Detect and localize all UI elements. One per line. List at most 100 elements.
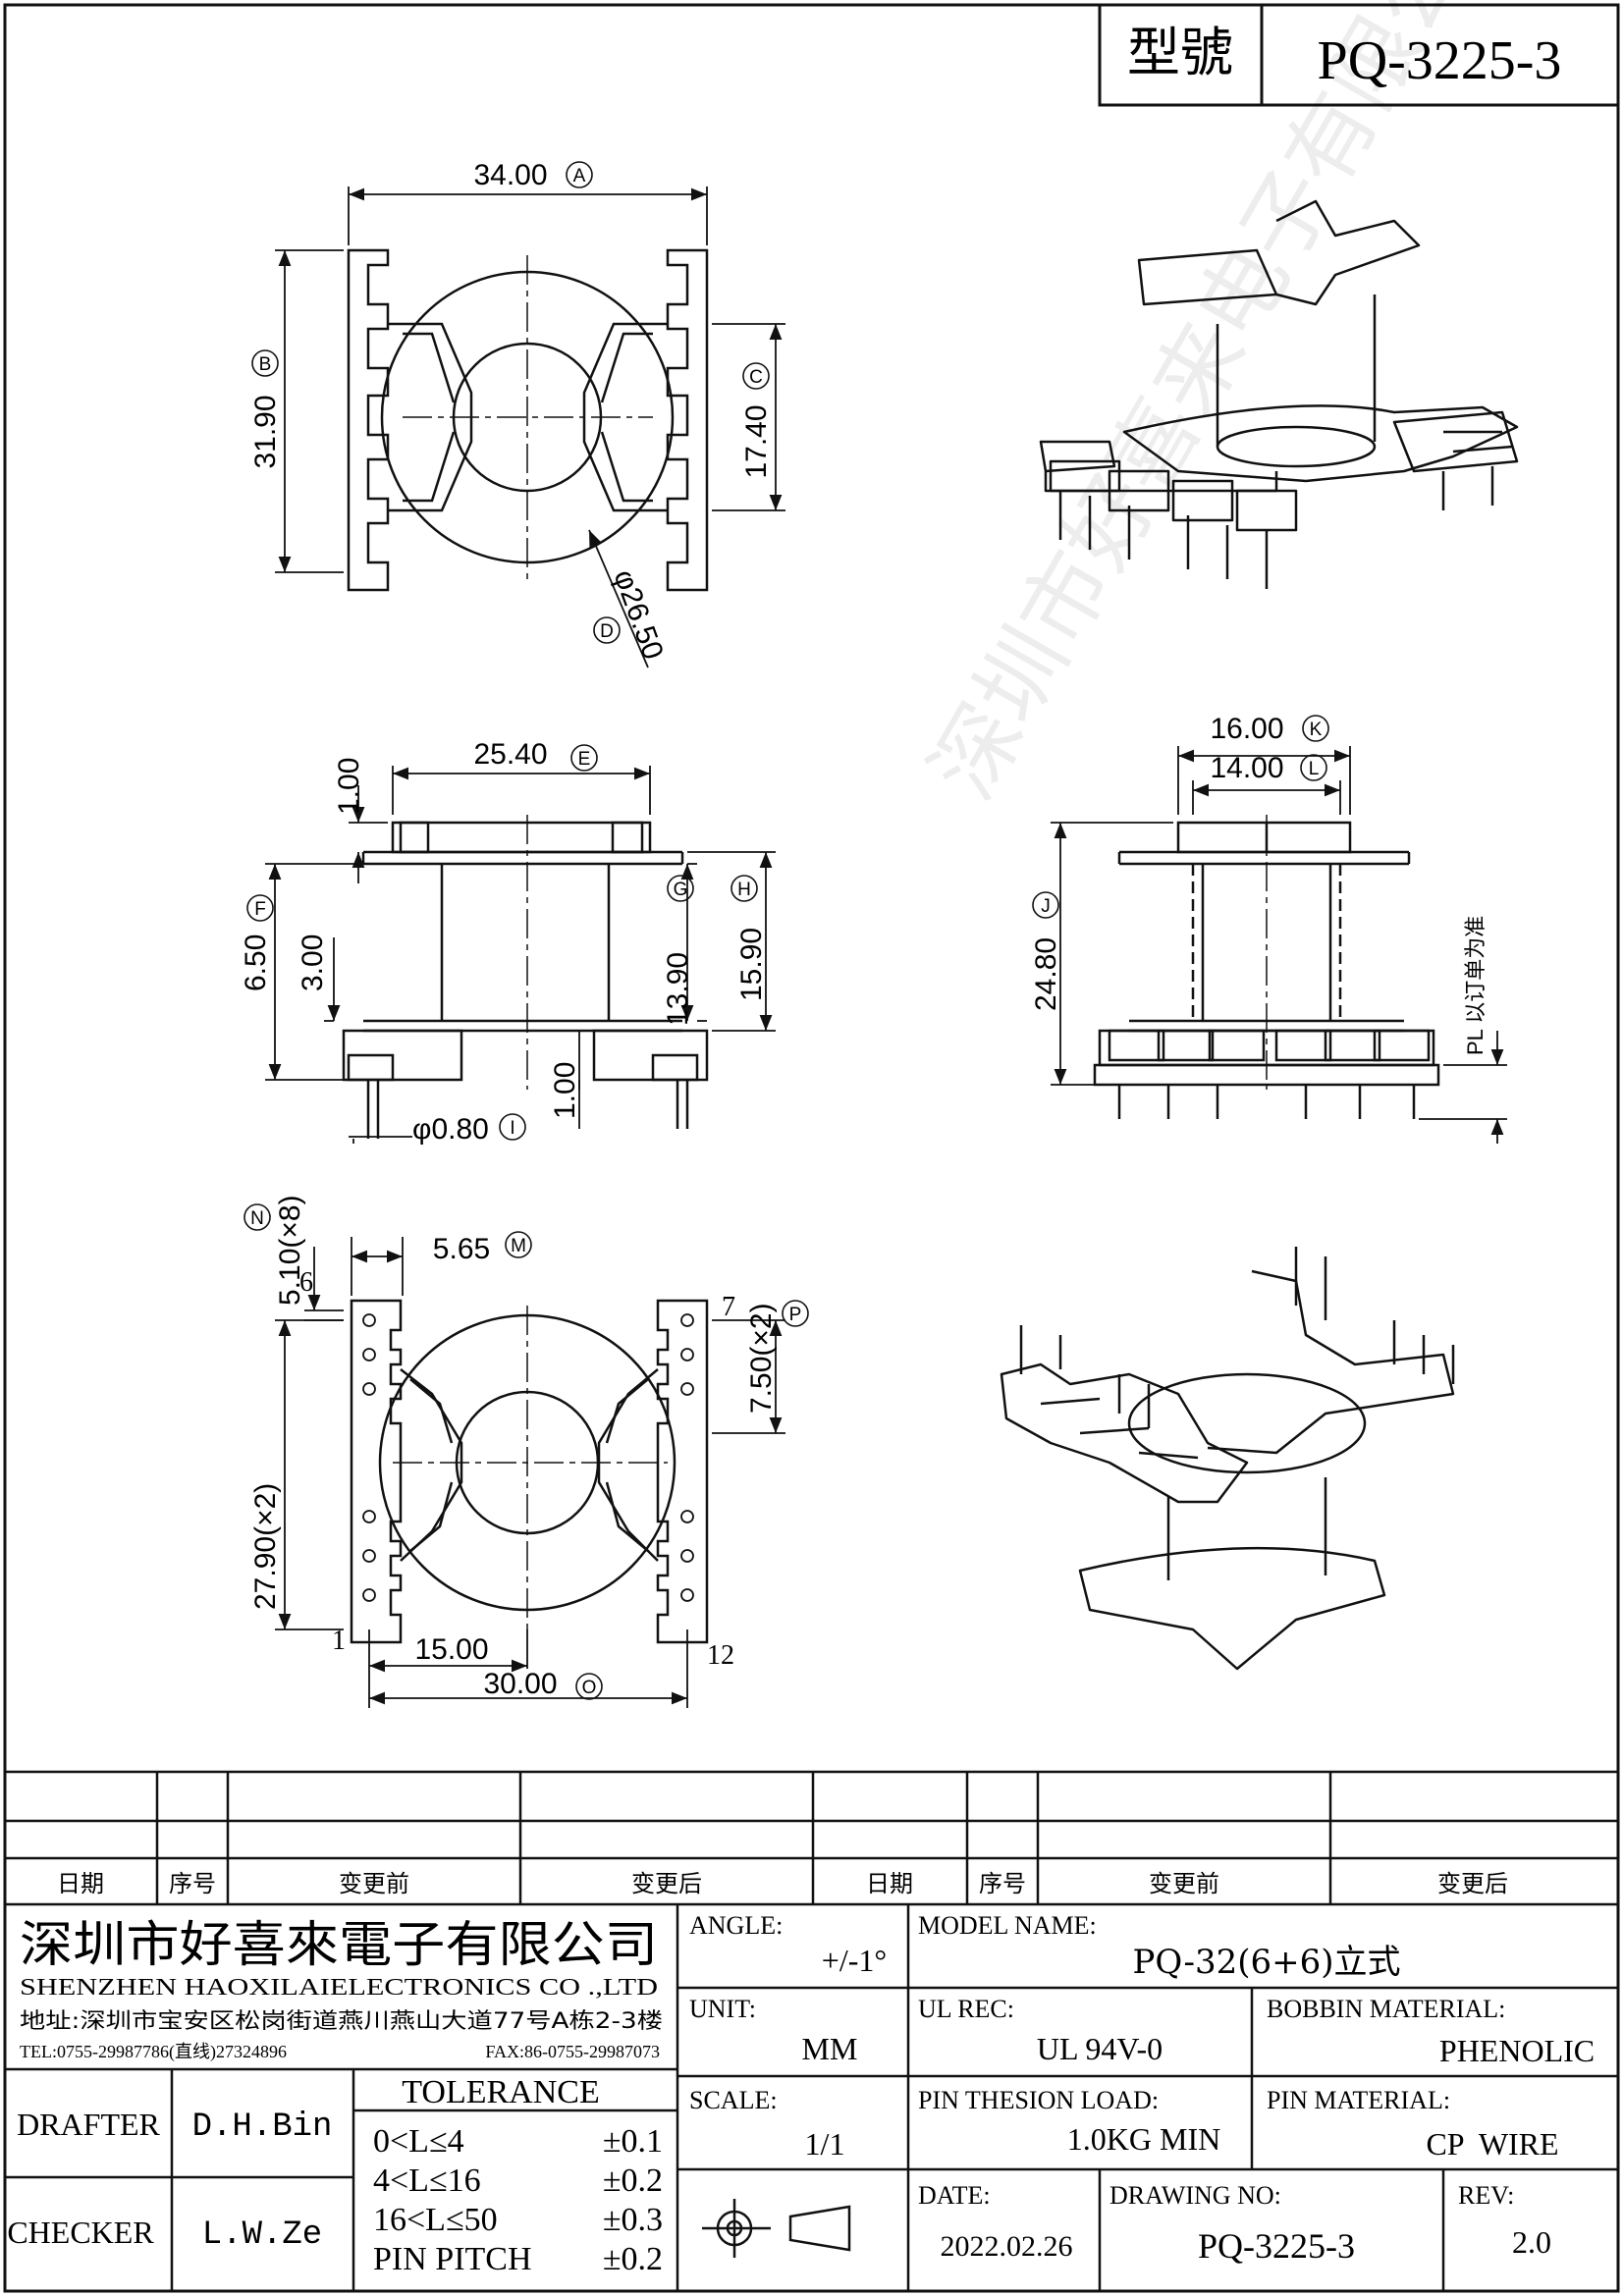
marker-N: N [250, 1208, 264, 1229]
ul-label: UL REC: [918, 1995, 1014, 2023]
side-view [1093, 815, 1440, 1119]
dim-top-h: 1.00 [333, 758, 365, 815]
dim-H: 15.90 [735, 928, 768, 1001]
dim-O: 30.00 [483, 1668, 557, 1700]
bottom-view [350, 1299, 709, 1644]
marker-M: M [511, 1236, 526, 1256]
marker-L: L [1309, 759, 1320, 779]
drafter-label: DRAFTER [17, 2107, 160, 2142]
marker-A: A [573, 166, 586, 187]
marker-H: H [737, 880, 751, 900]
scale-label: SCALE: [689, 2086, 778, 2114]
dim-C: 17.40 [740, 404, 773, 478]
model-value: PQ-3225-3 [1318, 30, 1562, 91]
tol-range-1: 0<L≤4 [373, 2123, 464, 2160]
rev-header-after-1: 变更后 [631, 1870, 702, 1897]
dim-F: 6.50 [240, 934, 272, 991]
marker-G: G [674, 880, 688, 900]
angle-value: +/-1° [822, 1943, 887, 1978]
company-fax: FAX:86-0755-29987073 [485, 2042, 660, 2061]
dim-I: φ0.80 [412, 1113, 489, 1146]
bobbin-value: PHENOLIC [1439, 2033, 1595, 2068]
rev-header-seq-2: 序号 [979, 1870, 1026, 1897]
angle-label: ANGLE: [689, 1911, 783, 1940]
dim-K: 16.00 [1210, 713, 1283, 745]
dim-27-90: 27.90(×2) [249, 1483, 282, 1610]
pin-load-value: 1.0KG MIN [1067, 2121, 1220, 2157]
pin-material-label: PIN MATERIAL: [1267, 2086, 1450, 2114]
pin-6-label: 6 [299, 1267, 313, 1298]
ul-value: UL 94V-0 [1037, 2031, 1163, 2066]
pin-1-label: 1 [332, 1626, 346, 1656]
marker-D: D [600, 621, 614, 642]
company-name-en: SHENZHEN HAOXILAIELECTRONICS CO .,LTD [20, 1975, 658, 2001]
marker-B: B [259, 354, 272, 375]
bottom-view-dims [275, 1237, 785, 1708]
watermark: 深圳市好喜来电子有限公司 [915, 0, 1530, 815]
front-view-dims [265, 766, 776, 1144]
rev-header-before-1: 变更前 [339, 1870, 409, 1897]
dim-G: 13.90 [662, 952, 694, 1026]
model-name-value: PQ-32(6+6)立式 [1132, 1943, 1400, 1982]
rev-header-seq-1: 序号 [169, 1870, 216, 1897]
projection-symbol-icon [702, 2199, 851, 2258]
tolerance-block: TOLERANCE 0<L≤4 ±0.1 4<L≤16 ±0.2 16<L≤50… [373, 2074, 663, 2277]
rev-header-date-2: 日期 [866, 1870, 913, 1897]
rev-header-date-1: 日期 [57, 1870, 104, 1897]
iso-view-top [1039, 199, 1519, 589]
date-label: DATE: [918, 2181, 991, 2210]
pin-load-label: PIN THESION LOAD: [918, 2086, 1159, 2114]
dim-half: 15.00 [414, 1633, 488, 1666]
sheet-border [3, 3, 1620, 2293]
company-tel: TEL:0755-29987786(直线)27324896 [20, 2042, 287, 2062]
dim-N: 5.10(×8) [274, 1195, 306, 1306]
dim-pin-gap: 1.00 [549, 1062, 581, 1119]
marker-C: C [749, 367, 763, 388]
date-value: 2022.02.26 [941, 2230, 1073, 2263]
dim-M: 5.65 [433, 1233, 490, 1265]
side-view-dims [1051, 746, 1507, 1144]
model-label: 型號 [1127, 24, 1233, 82]
tol-range-4: PIN PITCH [373, 2241, 532, 2277]
marker-K: K [1310, 720, 1323, 740]
top-view-dims [275, 187, 785, 668]
company-address: 地址:深圳市宝安区松岗街道燕川燕山大道77号A栋2-3楼 [20, 2009, 663, 2034]
dim-E: 25.40 [473, 738, 547, 771]
marker-F: F [254, 899, 266, 920]
side-note: PL 以订单为准 [1463, 916, 1488, 1055]
revision-table [5, 1770, 1618, 1906]
company-name-cn: 深圳市好喜來電子有限公司 [20, 1916, 658, 1973]
checker-label: CHECKER [7, 2215, 154, 2250]
scale-value: 1/1 [805, 2126, 845, 2162]
dim-L: 14.00 [1210, 752, 1283, 784]
unit-value: MM [802, 2031, 858, 2066]
rev-header-before-2: 变更前 [1149, 1870, 1219, 1897]
tolerance-title: TOLERANCE [402, 2074, 599, 2110]
iso-view-bottom [1000, 1247, 1455, 1671]
tol-range-3: 16<L≤50 [373, 2202, 498, 2238]
marker-E: E [578, 749, 591, 770]
pin-material-value: CP WIRE [1426, 2126, 1558, 2162]
dim-A: 34.00 [473, 159, 547, 191]
tol-value-3: ±0.3 [603, 2202, 663, 2238]
dim-B: 31.90 [249, 395, 282, 468]
drafter-name: D.H.Bin [192, 2109, 333, 2146]
top-view [347, 248, 709, 592]
rev-header-after-2: 变更后 [1437, 1870, 1508, 1897]
rev-value: 2.0 [1512, 2224, 1551, 2260]
pin-12-label: 12 [707, 1640, 734, 1671]
pin-7-label: 7 [722, 1292, 735, 1322]
model-name-label: MODEL NAME: [918, 1911, 1097, 1940]
front-view [342, 815, 709, 1139]
drawing-no-value: PQ-3225-3 [1198, 2226, 1355, 2266]
tol-range-2: 4<L≤16 [373, 2163, 481, 2199]
unit-label: UNIT: [689, 1995, 756, 2023]
marker-P: P [789, 1305, 802, 1325]
dim-J: 24.80 [1030, 937, 1062, 1011]
company-block: 深圳市好喜來電子有限公司 SHENZHEN HAOXILAIELECTRONIC… [20, 1916, 663, 2062]
dim-wall: 3.00 [297, 934, 329, 991]
tol-value-2: ±0.2 [603, 2163, 663, 2199]
bobbin-label: BOBBIN MATERIAL: [1267, 1995, 1505, 2023]
dim-D: φ26.50 [607, 565, 669, 664]
marker-O: O [582, 1678, 597, 1698]
